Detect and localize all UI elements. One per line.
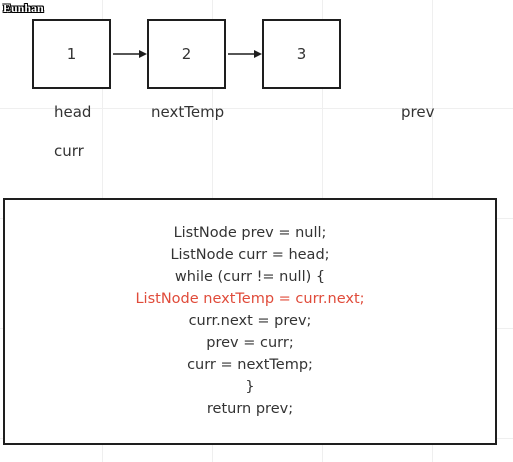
node-value: 2	[181, 45, 192, 63]
code-line: }	[245, 379, 255, 395]
arrow-node1-to-node2	[113, 50, 147, 58]
list-node-1: 1	[32, 19, 111, 89]
arrow-node2-to-node3	[228, 50, 262, 58]
watermark-signature: Eunhan	[3, 1, 44, 15]
code-lines: ListNode prev = null; ListNode curr = he…	[5, 222, 495, 420]
node-arrows	[113, 50, 262, 58]
code-line: curr = nextTemp;	[187, 357, 313, 373]
code-line: return prev;	[206, 401, 294, 417]
prev-label: prev	[401, 103, 435, 121]
code-line: prev = curr;	[206, 335, 294, 351]
code-line: while (curr != null) {	[174, 269, 326, 285]
head-label: head	[54, 103, 92, 121]
code-line: ListNode curr = head;	[170, 247, 330, 263]
list-node-3: 3	[262, 19, 341, 89]
curr-label: curr	[54, 142, 84, 160]
list-node-2: 2	[147, 19, 226, 89]
code-line: ListNode prev = null;	[173, 225, 327, 241]
node-value: 1	[66, 45, 77, 63]
node-value: 3	[296, 45, 307, 63]
next-temp-label: nextTemp	[151, 103, 225, 121]
code-block: ListNode prev = null; ListNode curr = he…	[3, 198, 497, 445]
code-line-highlighted: ListNode nextTemp = curr.next;	[135, 291, 365, 307]
code-line: curr.next = prev;	[188, 313, 312, 329]
